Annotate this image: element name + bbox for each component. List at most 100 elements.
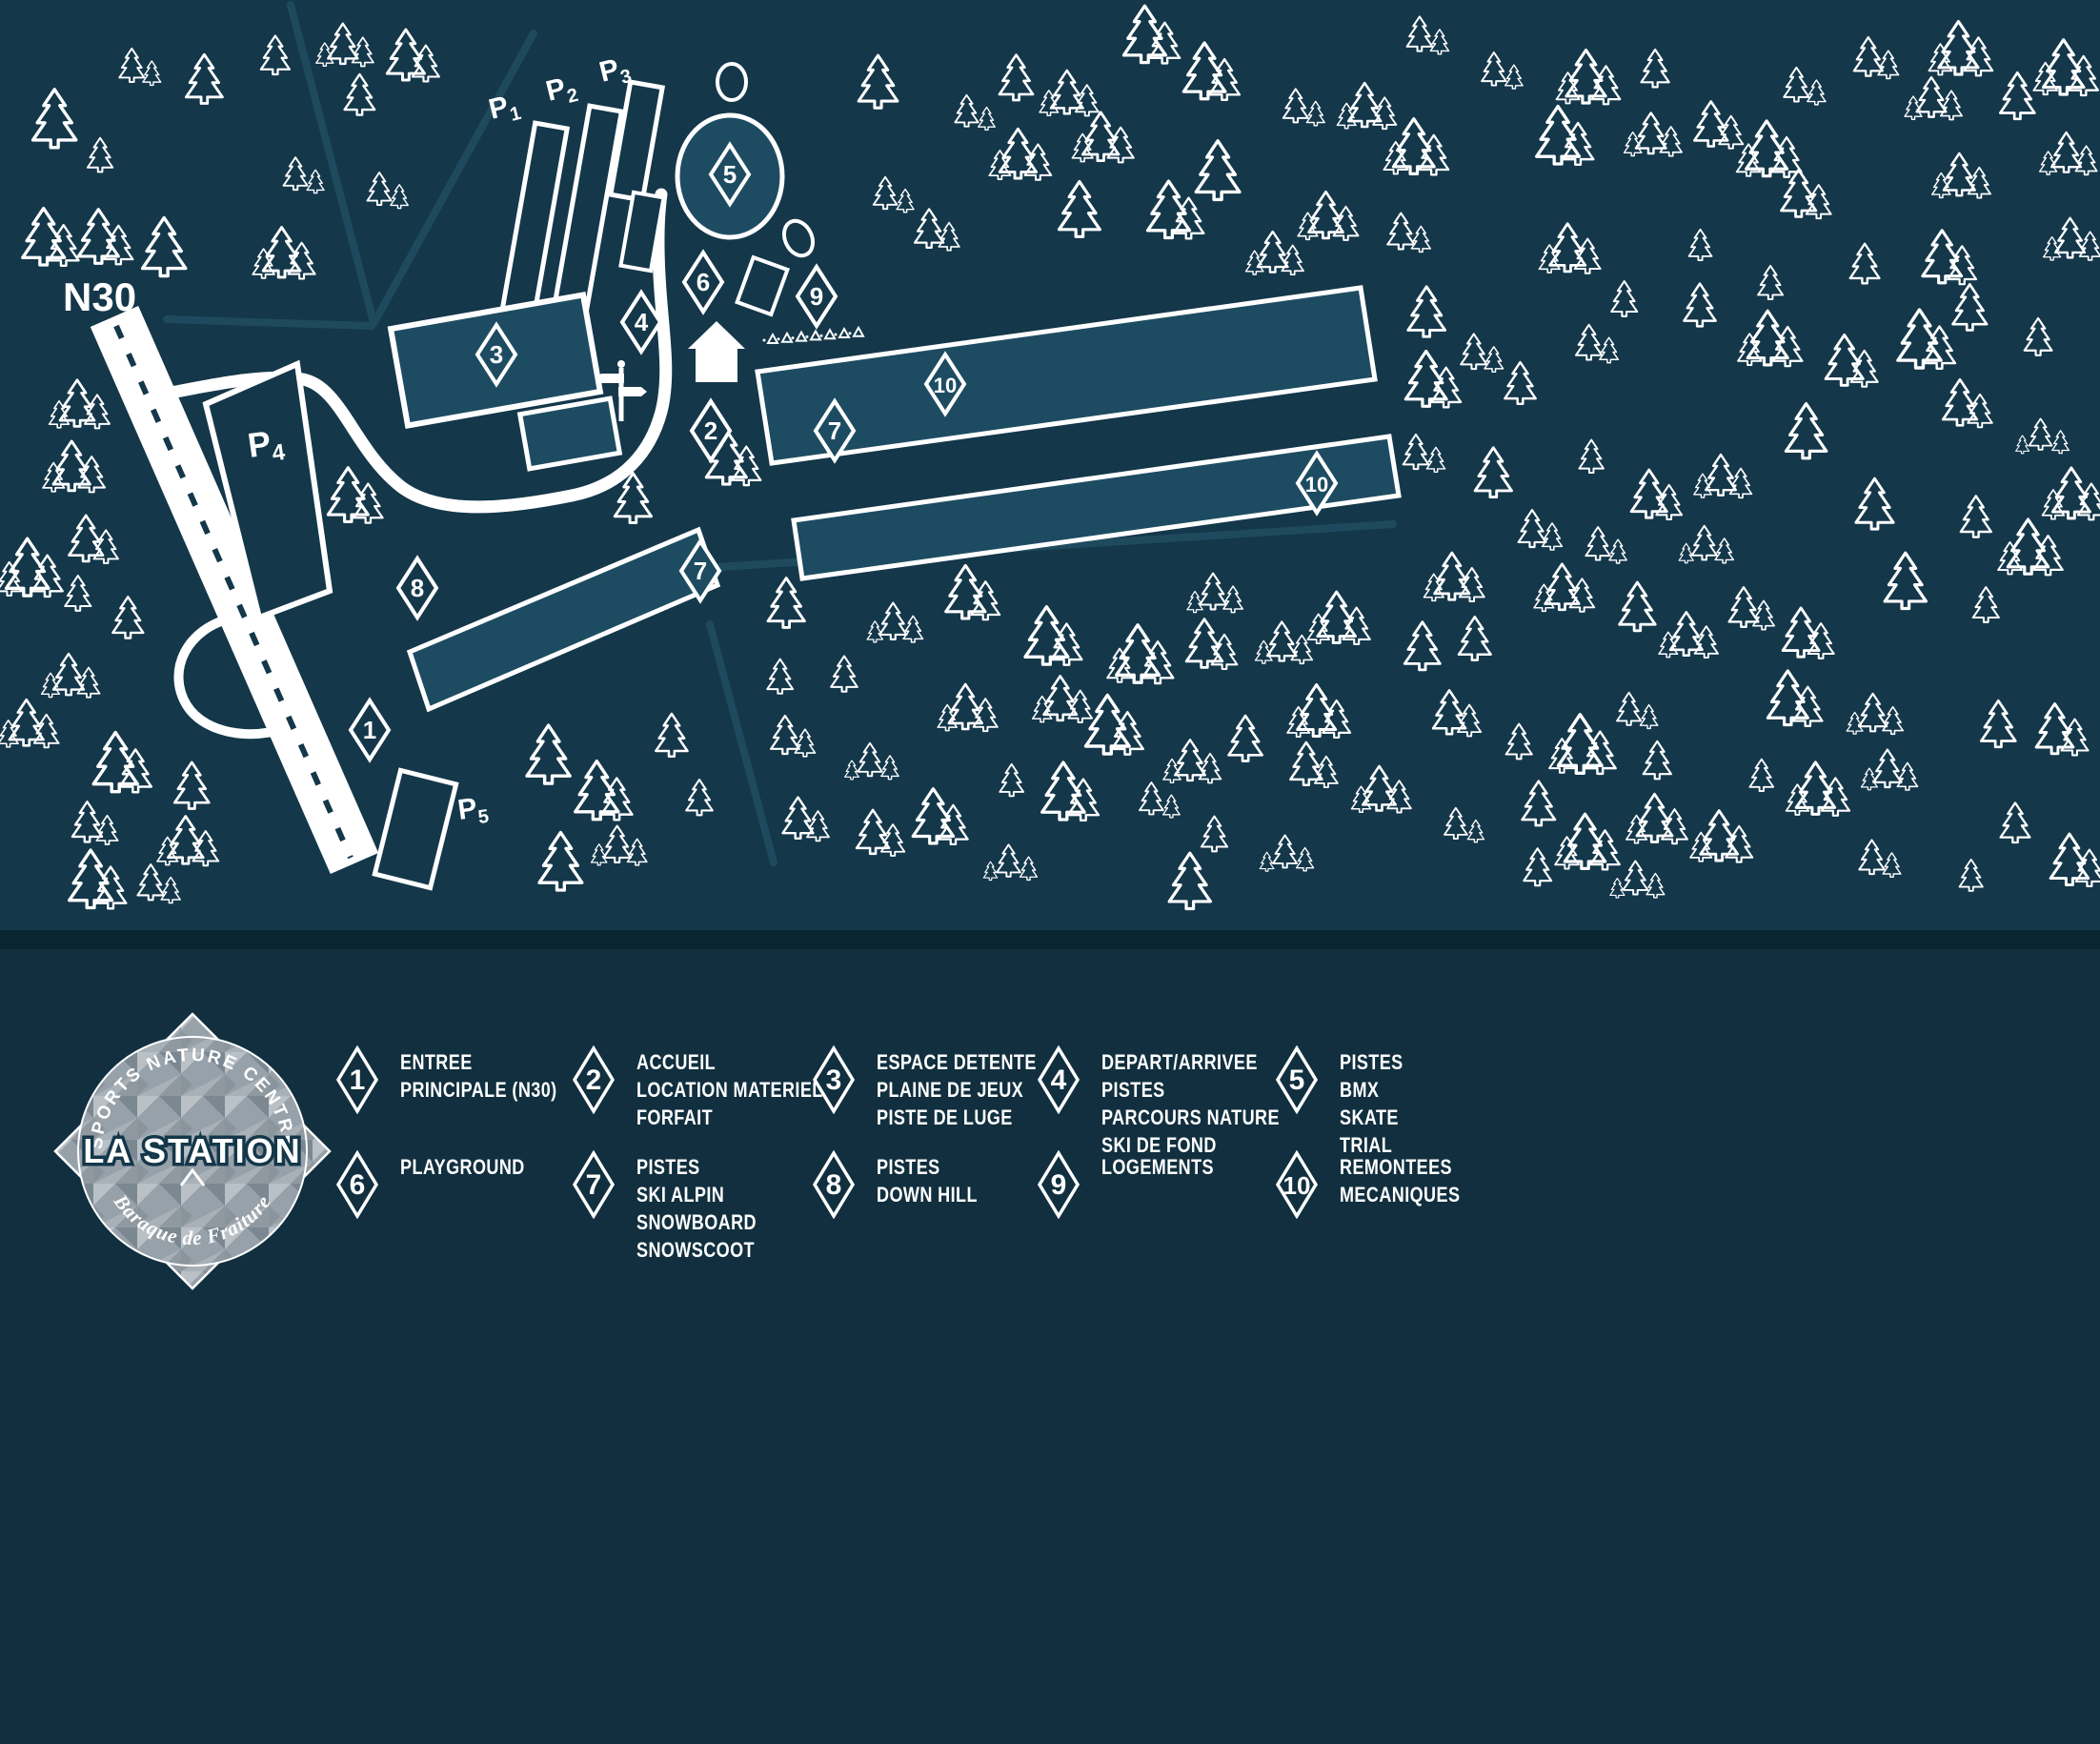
legend-label-3: ESPACE DETENTE PLAINE DE JEUX PISTE DE LUG…: [877, 1045, 1072, 1131]
pennant-icon: [795, 330, 808, 342]
svg-text:5: 5: [1289, 1065, 1305, 1096]
legend-item-3: 3 ESPACE DETENTE PLAINE DE JEUX PISTE DE LU…: [812, 1045, 1072, 1131]
svg-text:7: 7: [694, 557, 707, 585]
trail-1: [287, 1, 377, 326]
trail-3: [370, 30, 537, 328]
signpost-icon: [596, 360, 647, 421]
svg-text:5: 5: [723, 160, 737, 189]
parking-label-p3: P3: [596, 51, 634, 92]
pennant-icon: [766, 332, 779, 344]
logo-circle: [77, 1036, 308, 1267]
svg-text:1: 1: [350, 1065, 366, 1096]
legend-marker-6: 6: [335, 1150, 379, 1219]
legend-line: TRIAL: [1340, 1133, 1393, 1157]
small-oval-side: [781, 218, 816, 258]
map-marker-8: 8: [395, 555, 439, 621]
piste-lower: [791, 434, 1402, 581]
map-marker-7: 7: [678, 537, 722, 604]
legend-marker-2: 2: [572, 1045, 616, 1114]
legend-line: PLAINE DE JEUX: [877, 1078, 1024, 1102]
small-oval-top: [716, 62, 748, 102]
map-background: [0, 0, 2100, 930]
legend-line: SNOWSCOOT: [636, 1238, 755, 1262]
legend-line: SKI DE FOND: [1101, 1133, 1217, 1157]
map-marker-1: 1: [348, 697, 392, 763]
parking-p5: [372, 767, 459, 891]
svg-text:10: 10: [1305, 473, 1328, 497]
legend-line: PARCOURS NATURE: [1101, 1105, 1280, 1129]
legend-line: PLAYGROUND: [400, 1155, 525, 1179]
legend-line: PISTE DE LUGE: [877, 1105, 1013, 1129]
parking-label-p4: P4: [245, 421, 287, 470]
legend-line: ESPACE DETENTE: [877, 1050, 1037, 1074]
legend-line: PISTES: [636, 1155, 700, 1179]
parking-label-p5: P5: [455, 791, 490, 831]
legend-item-8: 8 PISTES DOWN HILL: [812, 1150, 1000, 1219]
map-marker-6: 6: [681, 249, 725, 315]
legend-line: PISTES: [877, 1155, 940, 1179]
pennants-row: [762, 325, 865, 344]
legend-label-9: LOGEMENTS: [1101, 1150, 1239, 1219]
legend-line: LOCATION MATERIEL: [636, 1078, 823, 1102]
logo-name: LA STATION: [83, 1131, 301, 1170]
legend-line: DOWN HILL: [877, 1183, 978, 1207]
legend-item-9: 9 LOGEMENTS: [1037, 1150, 1239, 1219]
road-n30-centerline: [113, 324, 353, 860]
map-marker-10: 10: [923, 351, 967, 417]
legend-panel: SPORTS NATURE CENTRE LA STATION Baraque …: [0, 949, 2100, 1744]
map-marker-4: 4: [619, 289, 663, 355]
svg-text:6: 6: [350, 1169, 366, 1201]
road-label-n30: N30: [63, 274, 136, 319]
svg-text:9: 9: [1051, 1169, 1067, 1201]
map-marker-7: 7: [813, 397, 857, 464]
map-marker-9: 9: [795, 263, 838, 330]
legend-line: SKI ALPIN: [636, 1183, 725, 1207]
svg-text:7: 7: [586, 1169, 602, 1201]
svg-text:9: 9: [810, 282, 823, 311]
legend-marker-3: 3: [812, 1045, 856, 1114]
trail-4: [706, 620, 777, 866]
legend-marker-9: 9: [1037, 1150, 1080, 1219]
parking-p3: [607, 79, 666, 203]
svg-text:1: 1: [363, 716, 376, 744]
legend-line: LOGEMENTS: [1101, 1155, 1214, 1179]
pennant-icon: [809, 329, 822, 341]
legend-marker-5: 5: [1275, 1045, 1319, 1114]
map-marker-3: 3: [475, 321, 518, 388]
svg-text:4: 4: [635, 308, 649, 336]
legend-marker-8: 8: [812, 1150, 856, 1219]
map-marker-2: 2: [689, 397, 733, 464]
legend-line: DEPART/ARRIVEE: [1101, 1050, 1258, 1074]
trail-2: [163, 315, 375, 330]
chalet-icon: [688, 321, 745, 382]
map-markers-layer: 1 2 3 4 5 6 7 7 8 9 10 10: [348, 141, 1339, 763]
station-logo: SPORTS NATURE CENTRE LA STATION Baraque …: [53, 1012, 332, 1290]
section-divider: [0, 930, 2100, 949]
svg-text:8: 8: [411, 574, 424, 602]
svg-text:3: 3: [826, 1065, 842, 1096]
legend-label-6: PLAYGROUND: [400, 1150, 552, 1219]
svg-text:10: 10: [934, 374, 957, 397]
svg-text:3: 3: [490, 340, 503, 369]
roads-layer: [90, 1, 1397, 875]
svg-text:6: 6: [697, 268, 710, 296]
svg-text:8: 8: [826, 1169, 842, 1201]
legend-marker-1: 1: [335, 1045, 379, 1114]
legend-label-8: PISTES DOWN HILL: [877, 1150, 1000, 1219]
pennant-icon: [780, 331, 794, 343]
pennant-icon: [823, 328, 837, 340]
piste-downhill: [406, 526, 721, 713]
